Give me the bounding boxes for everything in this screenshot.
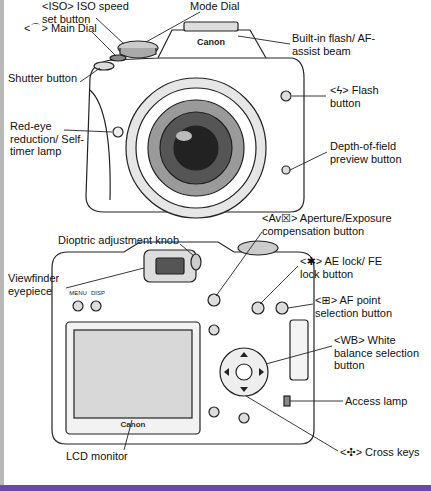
bottom-band — [0, 485, 431, 491]
part-label: Access lamp — [345, 395, 425, 408]
cross-keys — [220, 348, 268, 396]
brand-text: Canon — [108, 420, 158, 429]
camera-back-body — [52, 242, 314, 444]
leader-line — [288, 304, 313, 308]
part-label: Viewfinder eyepiece — [8, 272, 70, 297]
viewfinder-eyepiece — [144, 250, 196, 282]
brand-text: Canon — [186, 37, 236, 47]
leader-line — [246, 396, 338, 451]
menu-button — [73, 301, 83, 311]
lcd-frame — [66, 322, 200, 434]
af-point-button — [276, 302, 288, 314]
part-label: Mode Dial — [190, 0, 270, 13]
button-text: DISP — [86, 290, 110, 297]
disp-button — [91, 301, 101, 311]
ae-lock-button — [252, 302, 264, 314]
flash-button — [281, 91, 291, 101]
part-label: LCD monitor — [66, 450, 156, 463]
leader-line — [290, 401, 343, 402]
part-label: <ϟ> Flash button — [330, 84, 396, 109]
red-eye-lamp — [113, 127, 123, 137]
part-label: <⌒> Main Dial — [24, 22, 114, 35]
part-label: <ISO> ISO speed set button — [42, 0, 134, 25]
leader-line — [260, 266, 298, 304]
part-label: Red-eye reduction/ Self-timer lamp — [10, 120, 88, 158]
access-lamp — [284, 396, 290, 406]
set-button — [236, 364, 252, 380]
leader-line — [80, 68, 100, 82]
dof-button — [282, 166, 290, 174]
leader-line — [66, 268, 144, 288]
part-label: Dioptric adjustment knob — [58, 234, 208, 247]
button-text: MENU — [66, 290, 90, 297]
shutter-button — [94, 62, 114, 70]
cross-key-arrows — [224, 352, 264, 392]
leader-line — [292, 96, 326, 97]
leader-line — [64, 130, 112, 132]
leader-line — [92, 32, 116, 56]
lens-center — [174, 126, 218, 170]
leader-line — [266, 346, 332, 364]
part-label: <⊞> AF point selection button — [315, 294, 417, 319]
leader-line — [290, 152, 327, 170]
part-label: <✱> AE lock/ FE lock button — [300, 255, 400, 280]
lcd-monitor — [74, 330, 192, 418]
part-label: <WB> White balance selection button — [334, 334, 426, 372]
playback-button — [209, 407, 219, 417]
lens-outer — [126, 78, 266, 218]
hot-shoe — [184, 22, 238, 31]
leader-line — [216, 232, 262, 296]
body-edge — [158, 57, 266, 58]
leader-line — [146, 12, 200, 42]
camera-body — [86, 30, 304, 212]
erase-button — [239, 413, 249, 423]
grip-edge — [90, 90, 110, 200]
viewfinder-window — [156, 258, 184, 274]
part-label: Depth-of-field preview button — [330, 140, 426, 165]
lens-barrel — [148, 100, 244, 196]
edge-strip — [0, 0, 4, 491]
main-dial — [110, 55, 126, 61]
card-cover — [290, 320, 308, 380]
front-camera — [86, 22, 304, 218]
part-label: Shutter button — [8, 72, 88, 85]
av-button — [208, 294, 220, 306]
leader-line — [180, 244, 194, 256]
lens-ring — [136, 88, 256, 208]
front-leaders — [64, 12, 327, 170]
leader-line — [238, 36, 290, 44]
part-label: <✣> Cross keys — [340, 446, 430, 459]
part-label: <Av☒> Aperture/Exposure compensation but… — [262, 212, 428, 237]
part-label: Built-in flash/ AF-assist beam — [292, 32, 392, 57]
lens-glass — [160, 112, 232, 184]
dioptric-knob — [191, 254, 201, 270]
print-button — [209, 325, 219, 335]
mode-dial-back — [238, 241, 278, 255]
lens-reflection — [176, 131, 192, 141]
